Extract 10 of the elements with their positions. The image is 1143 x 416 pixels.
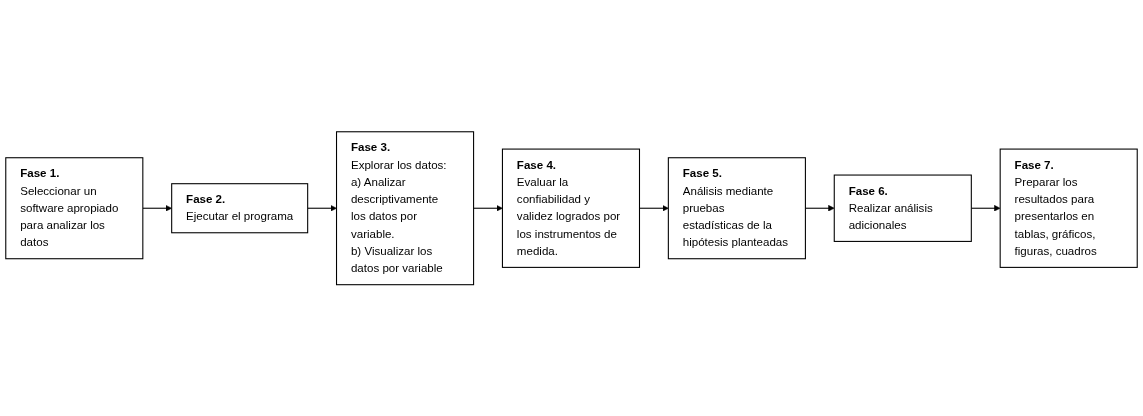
node-box: Fase 1. Seleccionar un software apropiado para analizar los datos [5, 156, 144, 260]
node-box: Fase 6. Realizar análisis adicionales [833, 174, 972, 242]
node-box: Fase 2. Ejecutar el programa [171, 182, 309, 234]
node-box: Fase 5. Análisis mediante pruebas estadísticas de la hipótesis planteadas [667, 156, 806, 260]
node-box: Fase 4. Evaluar la confiabilidad y validez logrados por los instrumentos de medida. [501, 148, 641, 268]
arrow [473, 204, 503, 212]
node-box: Fase 3. Explorar los datos: a) Analizar descriptivamente los datos por variable. b) Visualizar los datos por variable [335, 131, 475, 285]
arrow [307, 204, 337, 212]
arrow [142, 204, 172, 212]
node-box: Fase 7. Preparar los resultados para presentarlos en tablas, gráficos, figuras, cuadros [999, 148, 1138, 268]
